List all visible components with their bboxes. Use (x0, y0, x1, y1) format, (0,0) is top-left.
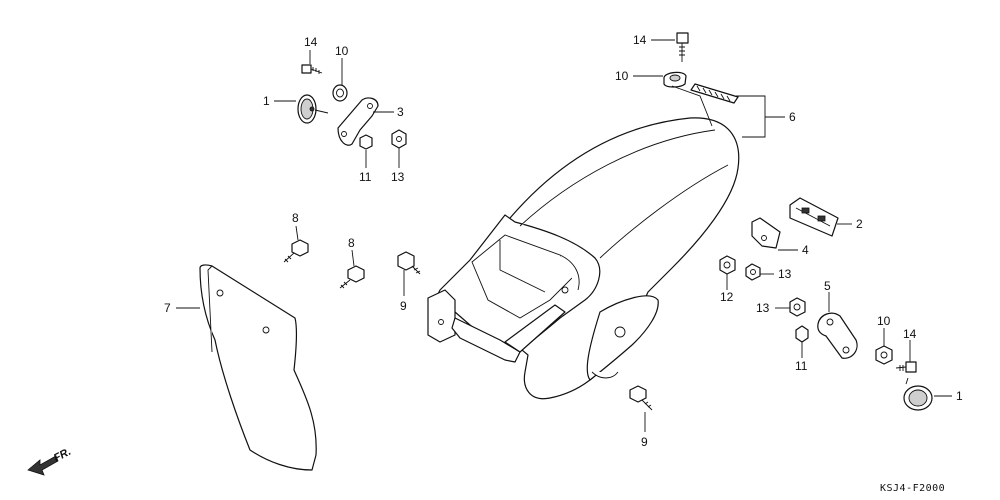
reflector-upper (297, 94, 329, 124)
nut-10-upper (332, 84, 348, 102)
callout-14: 14 (903, 327, 917, 341)
nut-13-upper (391, 129, 407, 149)
rear-fender (427, 117, 740, 400)
front-label: FR. (52, 446, 73, 465)
callout-1: 1 (263, 94, 270, 108)
callout-10: 10 (615, 69, 629, 83)
callout-14: 14 (633, 33, 647, 47)
nut-11-lower (795, 325, 809, 343)
washer-10-top (663, 71, 687, 88)
nut-11-upper (359, 134, 373, 150)
callout-9: 9 (400, 299, 407, 313)
bolt-14-top (676, 32, 689, 62)
bolt-14-upper (301, 64, 323, 74)
callout-4: 4 (802, 243, 809, 257)
front-direction-indicator: FR. (27, 446, 73, 476)
bolt-9-upper (397, 251, 421, 275)
nut-12 (719, 255, 736, 275)
callout-8: 8 (348, 236, 355, 250)
callout-10: 10 (877, 314, 891, 328)
tape-strip-6 (690, 83, 739, 104)
callout-3: 3 (397, 105, 404, 119)
bolt-9-lower (629, 385, 653, 411)
stay-5 (817, 312, 858, 359)
callout-5: 5 (824, 279, 831, 293)
callout-labels: 14 10 1 3 11 13 14 10 6 8 8 9 7 2 4 13 1… (164, 33, 963, 449)
callout-13: 13 (391, 170, 405, 184)
callout-12: 12 (720, 290, 734, 304)
callout-7: 7 (164, 301, 171, 315)
callout-10: 10 (335, 44, 349, 58)
callout-2: 2 (856, 217, 863, 231)
nut-13-lower (789, 297, 806, 317)
callout-13: 13 (778, 267, 792, 281)
callout-6: 6 (789, 110, 796, 124)
bracket-4 (751, 217, 781, 249)
callout-11: 11 (359, 170, 372, 184)
callout-9: 9 (641, 435, 648, 449)
washer-10-lower (875, 345, 893, 365)
seat-catch-2 (789, 197, 839, 237)
bolt-8-left (283, 239, 309, 263)
bolt-14-lower (895, 361, 917, 373)
callout-1: 1 (956, 389, 963, 403)
callout-13: 13 (756, 301, 770, 315)
callout-14: 14 (304, 35, 318, 49)
front-arrow-icon (27, 455, 59, 476)
callout-8: 8 (292, 211, 299, 225)
diagram-reference-code: KSJ4-F2000 (880, 483, 945, 494)
bolt-8-right (339, 265, 365, 289)
callout-11: 11 (795, 359, 808, 373)
leader-lines (176, 39, 952, 432)
mud-flap (199, 264, 317, 471)
reflector-lower (903, 377, 933, 411)
stay-3 (337, 97, 379, 146)
nut-13-middle (745, 263, 761, 281)
